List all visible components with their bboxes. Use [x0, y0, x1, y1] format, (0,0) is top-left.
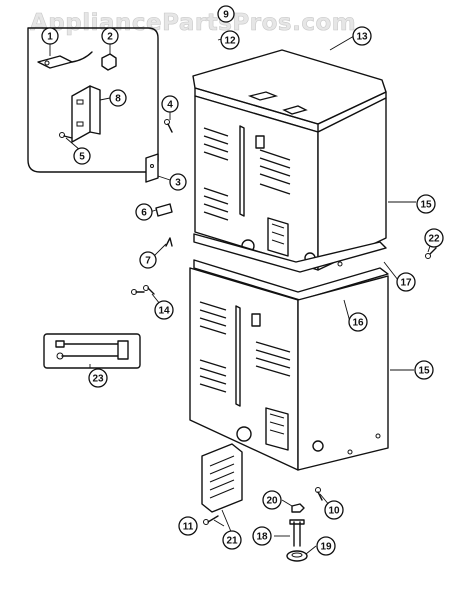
callout-15-lower: 15: [414, 360, 434, 380]
lower-cabinet: [189, 267, 389, 471]
svg-text:6: 6: [141, 208, 147, 219]
callout-19: 19: [316, 536, 336, 556]
svg-text:13: 13: [356, 32, 368, 43]
svg-text:3: 3: [175, 178, 181, 189]
svg-text:16: 16: [352, 318, 364, 329]
svg-text:23: 23: [92, 374, 104, 385]
svg-text:17: 17: [400, 278, 412, 289]
watermark-text: AppliancePartsPros.com: [30, 10, 356, 36]
svg-text:12: 12: [224, 36, 236, 47]
callout-11: 11: [178, 516, 198, 536]
svg-text:20: 20: [266, 496, 278, 507]
svg-text:14: 14: [158, 306, 170, 317]
svg-text:21: 21: [226, 536, 238, 547]
svg-text:5: 5: [79, 152, 85, 163]
svg-text:15: 15: [418, 366, 430, 377]
callout-13: 13: [352, 26, 372, 46]
upper-cabinet: [194, 95, 387, 271]
callout-8: 8: [109, 89, 127, 107]
svg-text:22: 22: [428, 234, 440, 245]
svg-text:10: 10: [328, 506, 340, 517]
callout-18: 18: [252, 526, 272, 546]
stacking-rails: [193, 233, 389, 301]
svg-text:2: 2: [107, 32, 113, 43]
svg-text:19: 19: [320, 542, 332, 553]
svg-text:9: 9: [223, 10, 229, 21]
svg-text:4: 4: [167, 100, 173, 111]
callout-6: 6: [135, 203, 153, 221]
callout-20: 20: [262, 490, 282, 510]
callout-7: 7: [139, 251, 157, 269]
leader-lines: [49, 14, 431, 555]
callout-2: 2: [101, 27, 119, 45]
svg-text:1: 1: [47, 32, 53, 43]
svg-text:8: 8: [115, 94, 121, 105]
callout-16: 16: [348, 312, 368, 332]
callout-21: 21: [222, 530, 242, 550]
callout-22: 22: [424, 228, 444, 248]
callout-10: 10: [324, 500, 344, 520]
callout-23: 23: [88, 368, 108, 388]
callout-15-upper: 15: [416, 194, 436, 214]
svg-text:7: 7: [145, 256, 151, 267]
svg-text:15: 15: [420, 200, 432, 211]
callout-5: 5: [73, 147, 91, 165]
callout-1: 1: [41, 27, 59, 45]
svg-text:18: 18: [256, 532, 268, 543]
callout-3: 3: [169, 173, 187, 191]
callout-4: 4: [161, 95, 179, 113]
callout-9: 9: [217, 5, 235, 23]
small-parts: [43, 119, 437, 562]
callout-14: 14: [154, 300, 174, 320]
callout-17: 17: [396, 272, 416, 292]
callout-12: 12: [220, 30, 240, 50]
inset-wiring-detail: [27, 27, 159, 173]
svg-text:11: 11: [183, 522, 194, 533]
